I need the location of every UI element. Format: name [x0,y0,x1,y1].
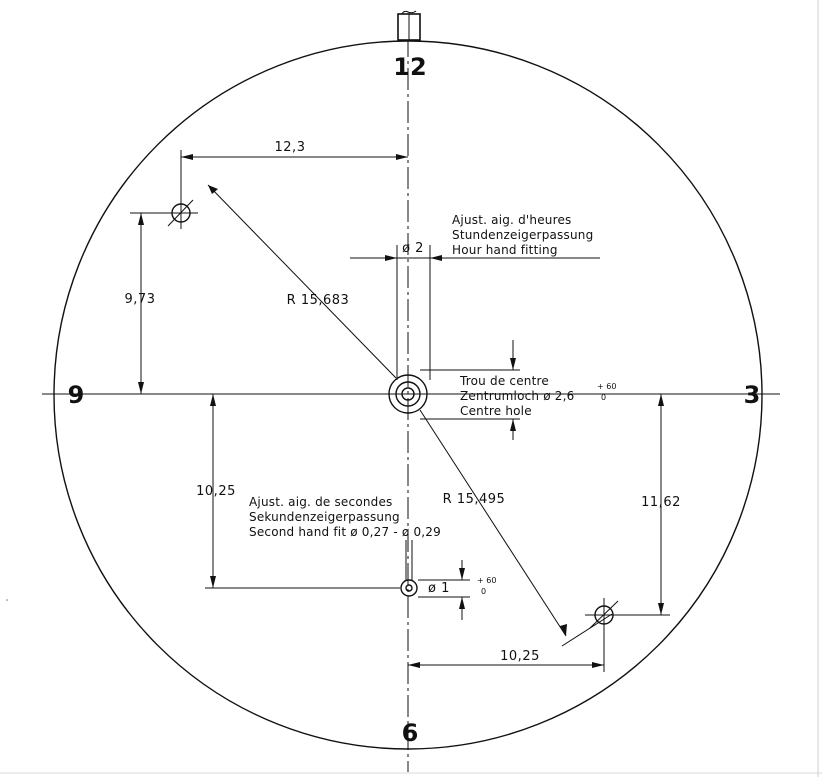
hour-fitting-en: Hour hand fitting [452,243,558,257]
dim-10-25-horizontal [408,630,605,672]
second-fitting-fr: Ajust. aig. de secondes [249,495,393,509]
scan-speck [6,599,8,601]
dim-text-o-1: ø 1 [428,581,450,596]
hour-marker-3: 3 [744,381,761,409]
dim-text-r-15-683: R 15,683 [287,293,350,308]
dim-text-9-73: 9,73 [125,292,156,307]
hour-marker-12: 12 [393,53,426,81]
radius-arrow-hour [208,185,218,194]
dim-11-62 [612,393,670,616]
dim-text-r-15-495: R 15,495 [443,492,506,507]
dim-centre-hole [420,340,520,440]
dim-text-11-62: 11,62 [641,495,681,510]
dim-text-o-2: ø 2 [402,241,424,256]
second-hole-tol-top: + 60 [477,576,496,585]
second-fitting-de: Sekundenzeigerpassung [249,510,400,524]
radius-line-second [419,409,567,637]
second-hand-hole [400,540,418,597]
dim-12-3 [180,150,408,200]
dim-text-10-25-v: 10,25 [196,484,236,499]
stem-at-12 [397,10,421,41]
centre-hole-tol-bottom: 0 [601,393,606,402]
dim-text-10-25-h: 10,25 [500,649,540,664]
dim-text-12-3: 12,3 [275,140,306,155]
second-fitting-en: Second hand fit ø 0,27 - ø 0,29 [249,525,441,539]
dim-second-hole-diameter [418,560,470,620]
second-fitting-label: Ajust. aig. de secondes Sekundenzeigerpa… [249,495,441,539]
hour-fitting-fr: Ajust. aig. d'heures [452,213,571,227]
dim-10-25-vertical [205,394,400,589]
centre-hole-de: Zentrumloch ø 2,6 [460,389,574,403]
hour-fitting-de: Stundenzeigerpassung [452,228,593,242]
centre-hole-fr: Trou de centre [459,374,549,388]
radius-extension-second [561,613,613,647]
hour-fitting-label: Ajust. aig. d'heures Stundenzeigerpassun… [452,213,593,257]
centre-hole [388,374,428,414]
centre-hole-label: Trou de centre Zentrumloch ø 2,6 Centre … [459,374,616,418]
centre-hole-en: Centre hole [460,404,532,418]
dim-9-73 [130,212,172,394]
centre-hole-tol-top: + 60 [597,382,616,391]
hour-marker-6: 6 [402,719,419,747]
dim-hour-hole-diameter [350,245,600,380]
hour-marker-9: 9 [68,381,85,409]
radius-arrow-second [560,624,567,636]
second-hole-tol-bottom: 0 [481,587,486,596]
radius-line-hour [207,184,397,379]
